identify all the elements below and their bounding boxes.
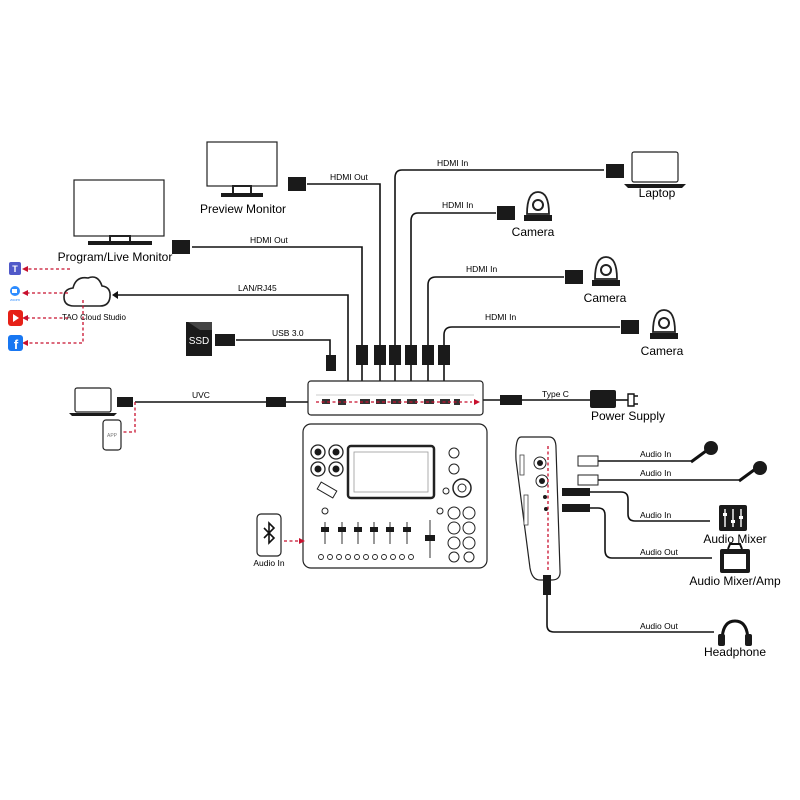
program-monitor <box>73 179 165 245</box>
laptop-hdmi-in-label: HDMI In <box>437 158 468 168</box>
camera-3-label: Camera <box>641 344 684 358</box>
camera-icon-3 <box>650 309 678 339</box>
bluetooth-phone-icon <box>256 513 282 557</box>
switcher-top-panel <box>302 423 488 569</box>
ssd-label: SSD <box>189 336 210 347</box>
program-hdmi-out-label: HDMI Out <box>250 235 288 245</box>
camera-1-hdmi-in-label: HDMI In <box>442 200 473 210</box>
phone-icon <box>102 419 122 451</box>
headphone-icon <box>718 619 752 646</box>
microphone-icon-2 <box>738 461 767 483</box>
platform-links <box>22 266 84 346</box>
bluetooth-audio-in-label: Audio In <box>253 558 284 568</box>
uvc-label: UVC <box>192 390 210 400</box>
ssd-icon <box>186 322 212 356</box>
audio-out-headphone-label: Audio Out <box>640 621 678 631</box>
hdmi-plug-camera-2 <box>565 270 583 284</box>
type-c-label: Type C <box>542 389 569 399</box>
svg-text:T: T <box>12 264 18 274</box>
program-monitor-label: Program/Live Monitor <box>58 250 173 264</box>
laptop-icon <box>624 151 686 188</box>
camera-icon-2 <box>592 256 620 286</box>
audio-in-mixer-label: Audio In <box>640 510 671 520</box>
headphone-label: Headphone <box>704 645 766 659</box>
cloud-icon <box>63 276 111 307</box>
hdmi-plug-row <box>356 345 450 383</box>
switcher-rear-panel <box>307 380 484 416</box>
camera-3-hdmi-in-label: HDMI In <box>485 312 516 322</box>
camera-1-label: Camera <box>512 225 555 239</box>
preview-hdmi-out-label: HDMI Out <box>330 172 368 182</box>
camera-icon-1 <box>524 191 552 221</box>
power-supply-label: Power Supply <box>591 409 665 423</box>
svg-text:zoom: zoom <box>10 297 20 302</box>
preview-monitor <box>206 141 278 197</box>
tao-cloud-label: TAO Cloud Studio <box>62 313 126 322</box>
camera-2-hdmi-in-label: HDMI In <box>466 264 497 274</box>
hdmi-plug-program <box>172 240 190 254</box>
lan-label: LAN/RJ45 <box>238 283 277 293</box>
hdmi-plug-laptop <box>606 164 624 178</box>
laptop-label: Laptop <box>639 186 676 200</box>
teams-icon: T <box>9 262 21 275</box>
hdmi-plug-camera-1 <box>497 206 515 220</box>
camera-2-label: Camera <box>584 291 627 305</box>
microphone-icon-1 <box>690 441 718 464</box>
hdmi-plug-camera-3 <box>621 320 639 334</box>
laptop-uvc-icon <box>69 387 117 416</box>
audio-out-amp-label: Audio Out <box>640 547 678 557</box>
zoom-icon: zoom <box>10 286 21 302</box>
youtube-icon <box>8 310 23 326</box>
hdmi-plug-preview <box>288 177 306 191</box>
svg-text:f: f <box>14 337 19 352</box>
audio-mixer-label: Audio Mixer <box>703 532 766 546</box>
switcher-side-panel <box>515 436 561 581</box>
preview-monitor-label: Preview Monitor <box>200 202 286 216</box>
audio-in-mic2-label: Audio In <box>640 468 671 478</box>
facebook-icon: f <box>8 335 23 352</box>
usb-label: USB 3.0 <box>272 328 304 338</box>
app-label: APP <box>107 433 118 439</box>
audio-mixer-amp-label: Audio Mixer/Amp <box>689 574 781 588</box>
amplifier-icon <box>720 543 750 573</box>
audio-mixer-icon <box>719 505 747 531</box>
audio-in-mic1-label: Audio In <box>640 449 671 459</box>
